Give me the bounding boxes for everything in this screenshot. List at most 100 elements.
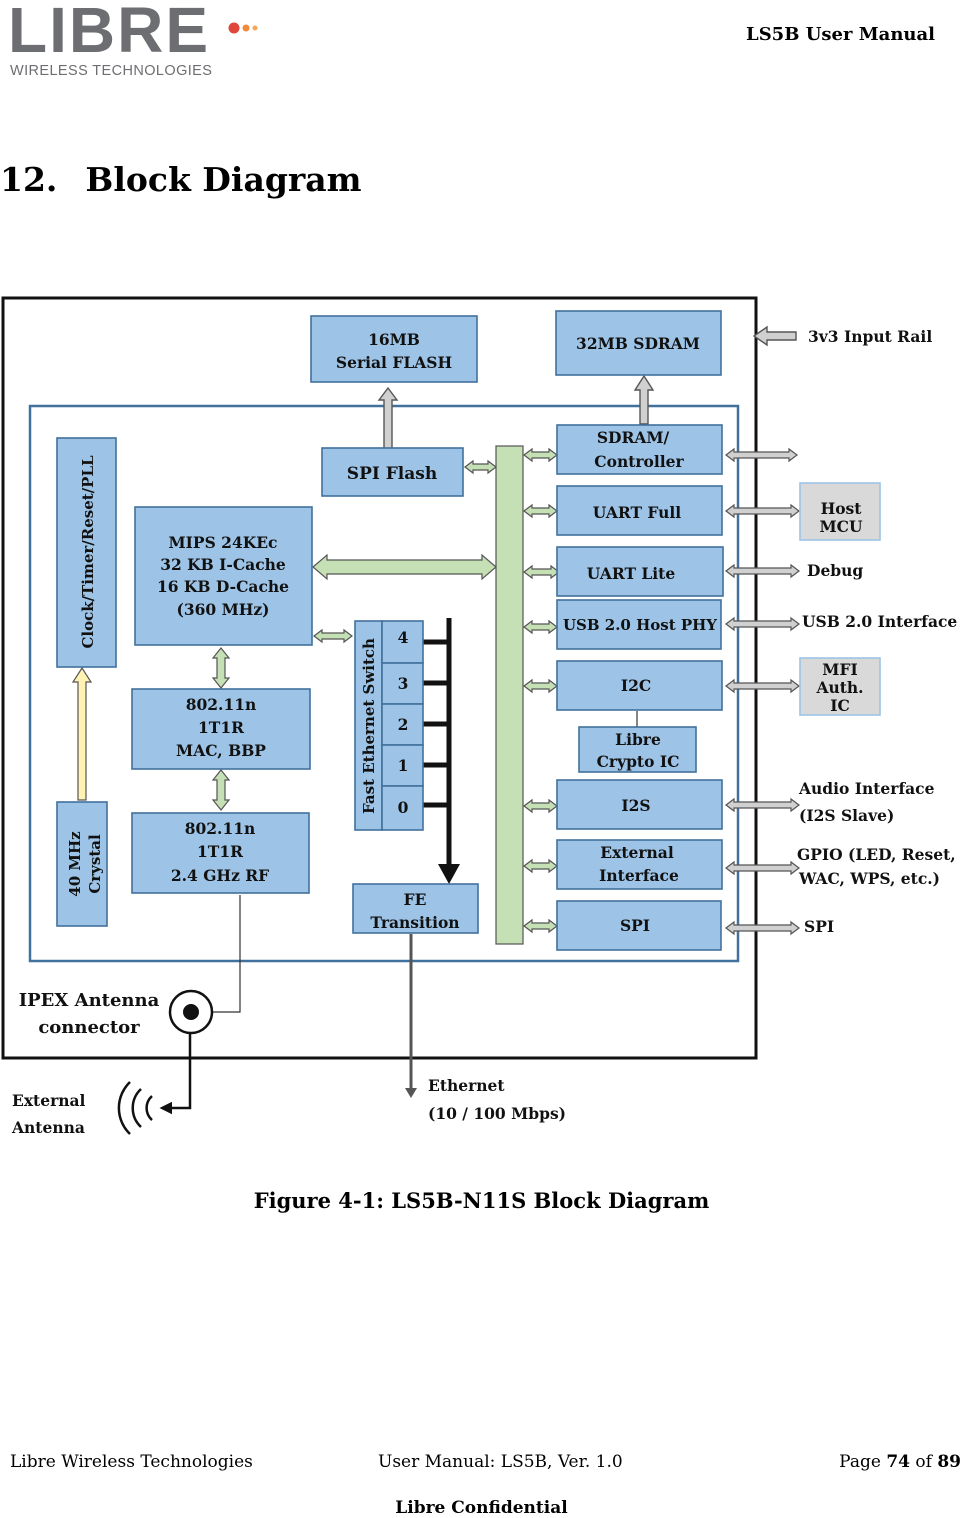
external-interface-block xyxy=(556,839,723,890)
clock-block xyxy=(56,437,117,668)
label: Serial FLASH xyxy=(336,353,452,372)
label: (10 / 100 Mbps) xyxy=(428,1104,566,1123)
uart-lite-block xyxy=(556,546,724,597)
wifi-rf-block xyxy=(131,812,310,894)
host-mcu-block xyxy=(799,482,881,541)
footer-page-number: Page 74 of 89 xyxy=(839,1452,961,1472)
label: SPI xyxy=(620,916,650,935)
port-label: 1 xyxy=(398,756,409,775)
label: 1T1R xyxy=(198,718,244,737)
label: External xyxy=(600,843,674,862)
label: 802.11n xyxy=(186,695,257,714)
section-number: 12. xyxy=(0,160,58,199)
footer-company: Libre Wireless Technologies xyxy=(10,1452,253,1472)
port-1-block xyxy=(381,744,424,787)
arrow-icon xyxy=(633,374,655,425)
antenna-icon xyxy=(117,1081,153,1135)
page-of: of xyxy=(909,1452,938,1472)
label: UART Lite xyxy=(587,564,676,583)
label: Ethernet xyxy=(428,1076,505,1095)
uart-full-block xyxy=(556,485,723,536)
bus-arrow-icon xyxy=(313,628,353,644)
label: 32MB SDRAM xyxy=(576,334,700,353)
label: External xyxy=(12,1091,86,1110)
label: Audio Interface xyxy=(798,779,935,798)
logo-text: LIBRE xyxy=(8,0,210,66)
ethernet-arrow-icon xyxy=(405,1088,417,1098)
label: Interface xyxy=(599,866,679,885)
spi-block xyxy=(556,900,722,951)
wifi-mac-block xyxy=(131,688,311,770)
section-title: Block Diagram xyxy=(85,160,362,199)
port-label: 4 xyxy=(398,628,409,647)
label: Libre xyxy=(615,730,661,749)
double-arrow-icon xyxy=(725,447,798,463)
mfi-auth-block xyxy=(799,657,881,716)
label: USB 2.0 Interface xyxy=(802,612,957,631)
vertical-arrow-icon xyxy=(211,647,231,689)
label: 16MB xyxy=(368,330,420,349)
page-prefix: Page xyxy=(839,1452,887,1472)
label: SDRAM/ xyxy=(597,428,670,447)
crypto-ic-block xyxy=(578,726,697,773)
sdram-memory-block xyxy=(555,310,722,376)
fe-transition-block xyxy=(352,883,479,934)
footer-doc-version: User Manual: LS5B, Ver. 1.0 xyxy=(378,1452,623,1472)
footer-confidential: Libre Confidential xyxy=(395,1498,568,1518)
port-label: 2 xyxy=(398,715,409,734)
port-4-block xyxy=(381,620,424,664)
usb-phy-block xyxy=(556,599,722,650)
label: MAC, BBP xyxy=(176,741,266,760)
label: IC xyxy=(830,696,850,715)
double-arrow-icon xyxy=(725,616,800,632)
port-0-block xyxy=(381,785,424,831)
label: (360 MHz) xyxy=(176,600,269,619)
label: 32 KB I-Cache xyxy=(160,555,286,574)
label: MCU xyxy=(819,517,862,536)
page-total: 89 xyxy=(937,1452,961,1472)
label: 16 KB D-Cache xyxy=(157,577,289,596)
label: 802.11n xyxy=(185,819,256,838)
fe-switch-block xyxy=(354,620,383,831)
logo-dot-icon xyxy=(242,24,250,32)
libre-logo: LIBRE WIRELESS TECHNOLOGIES xyxy=(8,0,258,79)
label: Debug xyxy=(807,561,863,580)
label: UART Full xyxy=(593,503,681,522)
label: Clock/Timer/Reset/PLL xyxy=(79,455,97,649)
crystal-block xyxy=(56,801,108,927)
section-heading: 12. Block Diagram xyxy=(0,160,362,199)
port-label: 3 xyxy=(398,674,409,693)
crystal-arrow-icon xyxy=(71,666,93,801)
label: GPIO (LED, Reset, xyxy=(797,845,956,864)
label: Auth. xyxy=(815,678,863,697)
label: (I2S Slave) xyxy=(799,806,894,825)
vertical-arrow-icon xyxy=(211,769,231,811)
label: Host xyxy=(821,499,863,518)
label: MIPS 24KEc xyxy=(169,533,278,552)
arrow-icon xyxy=(377,386,399,453)
page-current: 74 xyxy=(886,1452,910,1472)
internal-bus xyxy=(495,445,524,945)
spi-flash-block xyxy=(321,447,464,497)
port-label: 0 xyxy=(398,798,409,817)
mips-cpu-block xyxy=(134,506,313,646)
logo-dot-icon xyxy=(252,25,258,31)
double-arrow-icon xyxy=(725,860,800,876)
label: SPI Flash xyxy=(347,464,437,484)
i2s-block xyxy=(556,779,723,830)
double-arrow-icon xyxy=(725,563,800,579)
sdram-controller-block xyxy=(556,424,723,475)
double-arrow-icon xyxy=(725,503,800,519)
label: USB 2.0 Host PHY xyxy=(563,616,717,634)
logo-dot-icon xyxy=(228,22,240,34)
label: Transition xyxy=(370,913,459,932)
label: 40 MHz xyxy=(66,831,84,897)
input-rail-arrow-icon xyxy=(752,325,797,347)
double-arrow-icon xyxy=(725,678,800,694)
label: MFI xyxy=(822,660,857,679)
label: Controller xyxy=(594,452,684,471)
label: 2.4 GHz RF xyxy=(171,866,269,885)
double-arrow-icon xyxy=(725,797,800,813)
block-diagram: 16MB Serial FLASH 32MB SDRAM SPI Flash M… xyxy=(1,296,957,1137)
label: SPI xyxy=(804,917,834,936)
